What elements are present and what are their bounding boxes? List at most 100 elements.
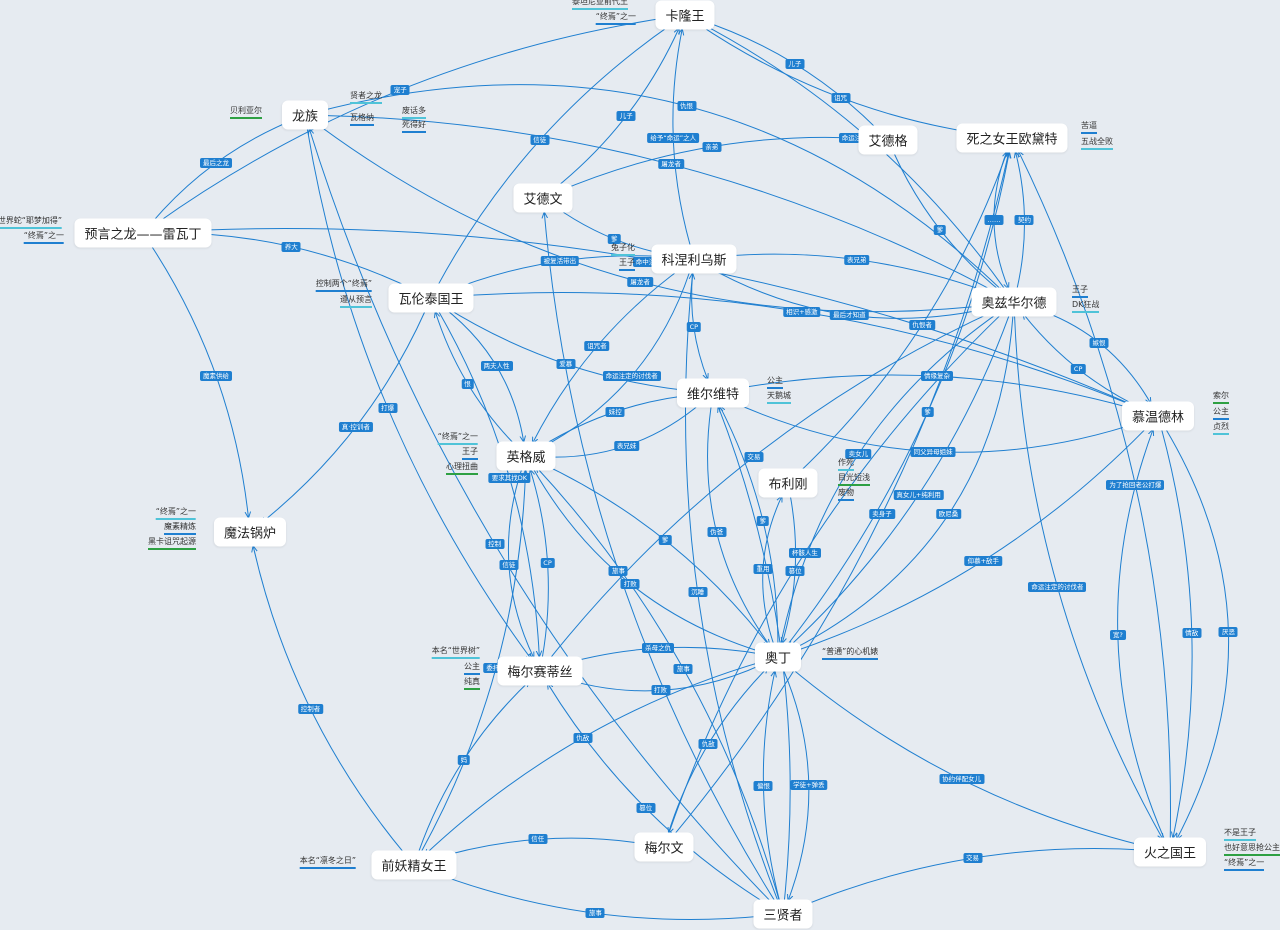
edge-label: 仇敌 <box>573 732 593 743</box>
attribute-tag: 作死 <box>838 458 854 471</box>
edge-label: 篡位 <box>636 803 656 814</box>
edge-weierweite-muwen <box>725 398 1145 453</box>
edge-label: 卖女儿 <box>845 449 872 460</box>
edge-label: 宠子 <box>390 84 410 95</box>
edge-label: 爹 <box>921 407 934 418</box>
edge-label: 妹控 <box>605 406 625 417</box>
attribute-tag: “终焉”之一 <box>1224 858 1265 871</box>
edge-label: CP <box>540 557 555 568</box>
edge-label: 命运注定的讨伐者 <box>602 370 661 381</box>
edge-label: 偏恨 <box>753 780 773 791</box>
edge-longzu-meier <box>306 128 531 660</box>
edge-label: 重用 <box>753 563 773 574</box>
attribute-tag: 天鹅城 <box>767 391 791 404</box>
attribute-tag: “终焉”之一 <box>595 12 636 25</box>
edge-label: 爹 <box>933 224 947 235</box>
node-meierwen[interactable]: 梅尔文 <box>634 832 694 862</box>
edge-aozi-huozhi <box>1014 315 1164 840</box>
edge-label: 旅事 <box>608 565 628 576</box>
edge-label: 仇恨者 <box>909 319 935 330</box>
attribute-tag: DK狂战 <box>1072 300 1100 313</box>
edge-label: 伪爸 <box>707 527 727 538</box>
edge-label: 交易 <box>963 853 983 864</box>
node-meier[interactable]: 梅尔赛蒂丝 <box>497 656 583 686</box>
node-aoding[interactable]: 奥丁 <box>754 642 802 672</box>
edge-walun-yingewei <box>441 306 524 442</box>
node-aozi[interactable]: 奥兹华尔德 <box>971 287 1057 317</box>
edge-label: 嫉恨 <box>1089 337 1109 348</box>
attribute-tag: 公主 <box>464 662 480 675</box>
edge-aoding-yingewei <box>539 462 770 647</box>
edge-label: 被复活带出 <box>540 256 580 267</box>
attribute-tag: 贞烈 <box>1213 422 1229 435</box>
node-qianyao[interactable]: 前妖精女王 <box>371 850 457 880</box>
edge-label: 仰慕+敌手 <box>964 555 1003 566</box>
attribute-tag: “终焉”之一 <box>437 432 478 445</box>
node-muwen[interactable]: 慕温德林 <box>1121 401 1195 431</box>
attribute-tag: 贤者之龙 <box>350 91 382 104</box>
edge-label: 交易 <box>744 451 764 462</box>
edge-yuyan-mofa <box>150 244 249 518</box>
attribute-tag: 五战全败 <box>1081 137 1113 150</box>
edge-label: 宽? <box>1109 630 1126 641</box>
edge-label: 儿子 <box>785 58 805 69</box>
attribute-tag: 公主 <box>767 376 783 389</box>
attribute-tag: 死得好 <box>402 120 426 133</box>
node-longzu[interactable]: 龙族 <box>281 100 329 130</box>
edge-yingewei-walun <box>435 311 517 447</box>
node-buligang[interactable]: 布利刚 <box>758 468 818 498</box>
attribute-tag: 本名“世界树” <box>431 646 480 659</box>
attribute-tag: “终焉”之一 <box>155 507 196 520</box>
edge-aozi-aoding <box>790 315 1014 651</box>
node-aidewen[interactable]: 艾德文 <box>513 183 573 213</box>
edge-aoding-sizhinv <box>786 152 1010 647</box>
edge-label: 杀母之仇 <box>642 643 675 654</box>
node-yuyan[interactable]: 预言之龙——雷瓦丁 <box>74 218 212 248</box>
attribute-tag: 黑卡诅咒起源 <box>148 537 196 550</box>
edge-aozi-kalong <box>697 21 1007 291</box>
node-kenieli[interactable]: 科涅利乌斯 <box>651 244 737 274</box>
node-walun[interactable]: 瓦伦泰国王 <box>388 283 474 313</box>
attribute-tag: 不是王子 <box>1224 828 1256 841</box>
attribute-tag: 苦逼 <box>1081 121 1097 134</box>
attribute-tag: 废话多 <box>402 106 426 119</box>
node-sizhinv[interactable]: 死之女王欧黛特 <box>956 123 1068 153</box>
edge-label: 信徒 <box>499 560 519 571</box>
edge-label: 亲弟 <box>702 141 722 152</box>
edge-label: 控制 <box>485 539 505 550</box>
edge-label: 屠龙者 <box>658 159 684 170</box>
edge-label: 最后才知道 <box>830 310 869 321</box>
node-kalong[interactable]: 卡隆王 <box>655 0 715 30</box>
edge-label: 妈 <box>457 754 471 765</box>
edge-label: 儿子 <box>616 111 636 122</box>
edge-label: 诅咒 <box>831 92 851 103</box>
edge-label: 协约伴配女儿 <box>939 774 985 785</box>
attribute-tag: 魔素精炼 <box>164 522 196 535</box>
attribute-tag: 王子 <box>462 447 478 460</box>
attribute-tag: “普通”的心机婊 <box>822 647 879 660</box>
node-weierweite[interactable]: 维尔维特 <box>676 378 750 408</box>
edge-muwen-aozi <box>1023 313 1146 411</box>
node-yingewei[interactable]: 英格威 <box>496 441 556 471</box>
node-aidege[interactable]: 艾德格 <box>858 125 918 155</box>
edge-label: 仇敌 <box>698 739 718 750</box>
attribute-tag: 控制两个“终焉” <box>315 279 372 292</box>
node-sanxian[interactable]: 三贤者 <box>753 899 813 929</box>
edge-walun-kalong <box>437 23 674 286</box>
edge-label: 表兄妹 <box>613 440 640 451</box>
attribute-tag: 王子 <box>619 258 635 271</box>
attribute-tag: 世界蛇“耶梦加得” <box>0 216 62 229</box>
node-mofa[interactable]: 魔法锅炉 <box>213 517 287 547</box>
edge-aidege-kalong <box>698 19 879 131</box>
edge-label: 卖身子 <box>869 509 895 520</box>
edge-sanxian-aidewen <box>544 212 776 903</box>
node-huozhi[interactable]: 火之国王 <box>1133 837 1207 867</box>
edge-label: 学徒+弹丢 <box>790 779 828 790</box>
edge-label: 命运注定的讨伐者 <box>1028 581 1087 592</box>
edge-aoding-huozhi <box>788 665 1157 849</box>
edge-label: 篡位 <box>785 565 805 576</box>
edge-label: 爹 <box>756 515 770 526</box>
edge-label: 沉睡 <box>688 587 708 598</box>
edge-walun-mofa <box>261 310 426 523</box>
